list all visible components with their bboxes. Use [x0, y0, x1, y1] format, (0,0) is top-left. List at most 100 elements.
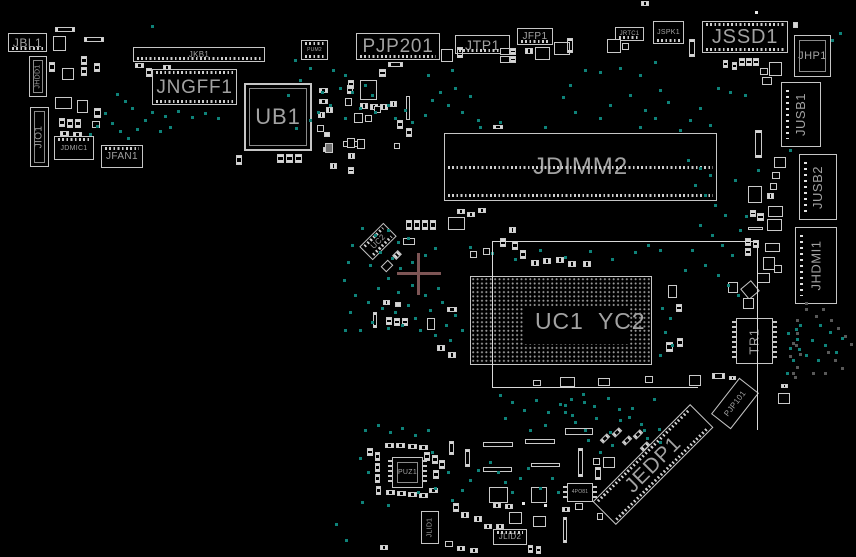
- test-point: [599, 71, 602, 74]
- pin-strip: [305, 55, 324, 58]
- component-uc1[interactable]: UC1 YC2: [470, 276, 652, 365]
- test-point: [734, 179, 737, 182]
- component-jusb2[interactable]: JUSB2: [799, 154, 837, 220]
- passive-part: [732, 62, 737, 70]
- component-jlid1[interactable]: JLID1: [421, 511, 439, 544]
- pin-strip: [657, 39, 680, 42]
- passive-part: [578, 448, 583, 477]
- test-point: [593, 405, 596, 408]
- test-point: [709, 174, 712, 177]
- component-jtp1[interactable]: JTP1: [455, 35, 510, 54]
- pin-strip: [388, 460, 392, 485]
- test-point: [659, 89, 662, 92]
- passive-part: [318, 112, 325, 118]
- passive-part: [563, 517, 567, 543]
- passive-part: [467, 212, 475, 217]
- passive-part: [753, 58, 759, 66]
- passive-part: [367, 448, 373, 456]
- component-jngff1[interactable]: JNGFF1: [152, 69, 237, 105]
- net-highlight-line: [492, 241, 757, 242]
- component-label: JKB1: [188, 49, 210, 59]
- test-point: [96, 125, 99, 128]
- test-point: [699, 107, 702, 110]
- component-jusb1[interactable]: JUSB1: [781, 82, 821, 147]
- inner-outline: [799, 40, 826, 72]
- component-jkb1[interactable]: JKB1: [133, 47, 265, 62]
- component-pjp101[interactable]: PJP101: [710, 377, 760, 430]
- passive-part: [739, 58, 745, 66]
- component-jfp1[interactable]: JFP1: [517, 28, 553, 45]
- test-point: [204, 112, 207, 115]
- passive-part: [536, 546, 541, 554]
- component-jspk1[interactable]: JSPK1: [653, 21, 684, 44]
- component-uc2[interactable]: UC2: [359, 222, 397, 261]
- component-jhdmi1[interactable]: JHDMI1: [795, 227, 837, 304]
- test-point: [424, 294, 427, 297]
- test-point: [699, 224, 702, 227]
- test-point: [609, 104, 612, 107]
- component-jdimm2[interactable]: JDIMM2: [444, 133, 717, 201]
- pin-strip: [137, 57, 261, 60]
- test-point: [309, 119, 312, 122]
- test-point: [429, 309, 432, 312]
- test-point: [127, 137, 130, 140]
- passive-part: [510, 48, 516, 55]
- component-jhdd1[interactable]: JHDD1: [29, 56, 47, 97]
- component-jfan1[interactable]: JFAN1: [101, 145, 143, 168]
- test-point: [631, 407, 634, 410]
- component-jdmic1[interactable]: JDMIC1: [54, 136, 94, 160]
- test-point: [454, 87, 457, 90]
- component-pjp201[interactable]: PJP201: [356, 33, 440, 60]
- test-point: [717, 274, 720, 277]
- component-puz1[interactable]: PUZ1: [388, 457, 427, 488]
- test-point: [411, 261, 414, 264]
- test-point: [611, 258, 614, 261]
- component-pum2[interactable]: PUM2: [301, 40, 328, 60]
- passive-part: [781, 384, 788, 388]
- test-point: [529, 429, 532, 432]
- passive-part: [397, 120, 403, 129]
- inner-outline: [34, 111, 45, 163]
- component-label: JHDMI1: [808, 240, 824, 291]
- component-jrtc1[interactable]: JRTC1: [615, 27, 644, 41]
- test-point: [434, 334, 437, 337]
- via-dot: [824, 372, 827, 375]
- test-point: [659, 441, 662, 444]
- component-jio1[interactable]: JIO1: [30, 107, 49, 167]
- passive-part: [75, 119, 81, 128]
- test-point: [434, 247, 437, 250]
- passive-part: [767, 219, 782, 231]
- passive-part: [567, 38, 573, 53]
- passive-part: [622, 43, 629, 50]
- component-jssd1[interactable]: JSSD1: [702, 21, 788, 53]
- component-jbl1[interactable]: JBL1: [8, 33, 47, 52]
- passive-part: [360, 80, 377, 100]
- test-point: [745, 215, 748, 218]
- test-point: [217, 117, 220, 120]
- test-point: [570, 398, 573, 401]
- passive-part: [81, 67, 87, 76]
- component-jlid2[interactable]: JLID2: [493, 529, 527, 545]
- pin-strip: [706, 23, 784, 26]
- passive-part: [55, 97, 72, 109]
- test-point: [451, 69, 454, 72]
- test-point: [835, 351, 838, 354]
- test-point: [786, 372, 789, 375]
- test-point: [394, 311, 397, 314]
- pin-strip: [12, 47, 43, 50]
- passive-part: [457, 47, 463, 58]
- passive-part: [55, 27, 75, 32]
- component-jhp1[interactable]: JHP1: [794, 35, 831, 77]
- test-point: [374, 111, 377, 114]
- test-point: [664, 331, 667, 334]
- passive-part: [236, 155, 242, 165]
- component-tr1[interactable]: TR1: [732, 318, 777, 364]
- pin-strip: [423, 460, 427, 485]
- test-point: [447, 471, 450, 474]
- test-point: [351, 244, 354, 247]
- test-point: [511, 401, 514, 404]
- test-point: [571, 414, 574, 417]
- component-u4po81[interactable]: 4PO81: [563, 483, 597, 502]
- component-ub1[interactable]: UB1: [244, 83, 312, 151]
- test-point: [694, 184, 697, 187]
